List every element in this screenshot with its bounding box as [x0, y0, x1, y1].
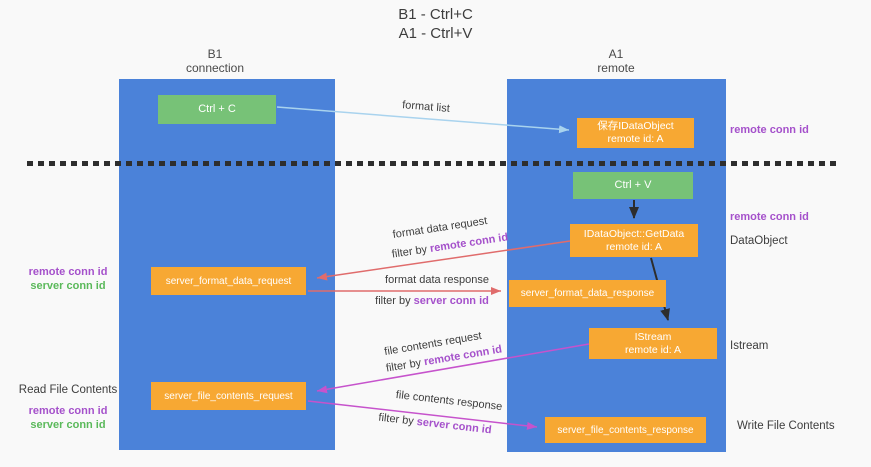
lane-b1-role: connection	[185, 61, 245, 75]
lane-header-a1: A1 remote	[541, 47, 691, 75]
label-istream: Istream	[730, 340, 769, 352]
label-left-remote-conn-id-2: remote conn id	[28, 405, 108, 417]
format-response-filter-key: server conn id	[413, 295, 489, 307]
node-save-dataobject: 保存IDataObject remote id: A	[577, 118, 694, 148]
node-server-format-data-response-label: server_format_data_response	[520, 288, 655, 299]
left-conn-id-group-bottom: Read File Contents remote conn id server…	[10, 383, 126, 432]
label-remote-conn-id-top: remote conn id	[730, 124, 809, 136]
format-response-filter-prefix: filter by	[375, 295, 414, 307]
node-getdata: IDataObject::GetData remote id: A	[570, 224, 698, 257]
node-istream-line1: IStream	[634, 330, 672, 343]
edge-label-file-response-filter: filter by server conn id	[377, 411, 494, 437]
node-istream-line2: remote id: A	[624, 343, 682, 356]
edge-label-format-data-response: format data response	[385, 274, 489, 286]
file-request-filter-prefix: filter by	[385, 356, 426, 375]
node-server-format-data-request-label: server_format_data_request	[165, 275, 292, 287]
node-server-file-contents-request: server_file_contents_request	[151, 382, 306, 410]
node-ctrl-c-label: Ctrl + C	[198, 103, 236, 115]
file-response-filter-key: server conn id	[416, 415, 493, 437]
title-line2: A1 - Ctrl+V	[398, 25, 473, 42]
node-ctrl-v-label: Ctrl + V	[614, 179, 652, 191]
lane-header-b1: B1 connection	[140, 47, 290, 75]
node-server-file-contents-response-label: server_file_contents_response	[557, 424, 694, 436]
file-response-filter-prefix: filter by	[377, 411, 418, 428]
diagram-title: B1 - Ctrl+C A1 - Ctrl+V	[0, 5, 871, 43]
label-left-server-conn-id-1: server conn id	[30, 280, 106, 292]
node-getdata-line2: remote id: A	[605, 240, 663, 253]
node-save-dataobject-line1: 保存IDataObject	[597, 120, 674, 132]
node-save-dataobject-line2: remote id: A	[607, 133, 664, 145]
dashed-separator	[27, 161, 840, 166]
format-request-filter-key: remote conn id	[429, 231, 509, 255]
label-write-file-contents: Write File Contents	[737, 420, 835, 432]
node-ctrl-v: Ctrl + V	[573, 172, 693, 199]
format-request-filter-prefix: filter by	[391, 243, 431, 261]
edge-label-format-list: format list	[401, 99, 451, 115]
node-getdata-line1: IDataObject::GetData	[583, 227, 685, 240]
node-server-file-contents-request-label: server_file_contents_request	[164, 390, 293, 402]
label-dataobject: DataObject	[730, 235, 788, 247]
lane-a1-name: A1	[608, 47, 624, 61]
label-remote-conn-id-mid: remote conn id	[730, 211, 809, 223]
node-server-format-data-response: server_format_data_response	[509, 280, 666, 307]
label-left-remote-conn-id-1: remote conn id	[28, 266, 108, 278]
lane-b1-name: B1	[207, 47, 223, 61]
label-left-server-conn-id-2: server conn id	[30, 419, 106, 431]
label-read-file-contents: Read File Contents	[18, 384, 118, 396]
edge-label-file-contents-response: file contents response	[395, 388, 503, 414]
node-istream: IStream remote id: A	[589, 328, 717, 359]
left-conn-id-group-top: remote conn id server conn id	[18, 265, 118, 293]
node-server-format-data-request: server_format_data_request	[151, 267, 306, 295]
edge-label-format-response-filter: filter by server conn id	[373, 295, 491, 307]
title-line1: B1 - Ctrl+C	[398, 6, 473, 23]
node-server-file-contents-response: server_file_contents_response	[545, 417, 706, 443]
node-ctrl-c: Ctrl + C	[158, 95, 276, 124]
lane-a1-role: remote	[597, 61, 635, 75]
